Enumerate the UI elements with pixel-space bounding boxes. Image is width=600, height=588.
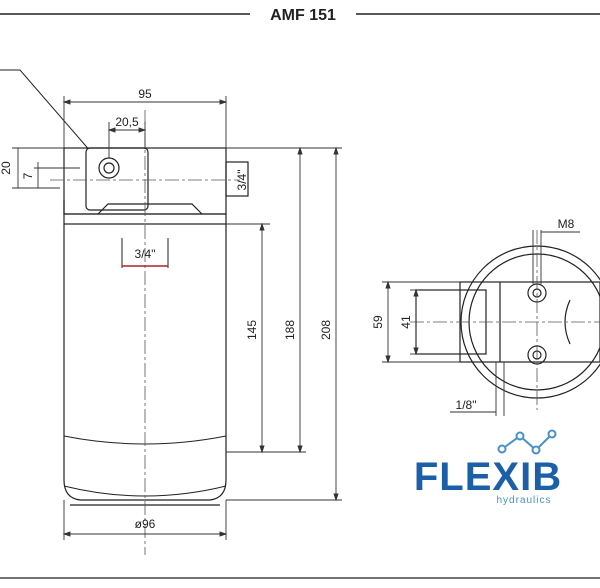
dim-208: 208: [319, 320, 333, 340]
dim-1-8-lines: [450, 362, 505, 416]
dim-145: 145: [245, 320, 259, 340]
dim-heights-lines: [226, 146, 342, 502]
dim-7: 7: [21, 172, 35, 179]
dim-1-8: 1/8": [456, 398, 477, 412]
dim-41: 41: [399, 315, 413, 329]
dim-20: 20: [0, 161, 13, 175]
dim-diameter: ø96: [135, 517, 156, 531]
dim-20-5: 20,5: [115, 115, 139, 129]
filter-side-view: [0, 69, 249, 506]
inlet-port-label: 3/4": [135, 247, 156, 261]
dim-diameter-lines: [62, 500, 228, 540]
logo-tagline: hydraulics: [496, 495, 551, 506]
dim-188: 188: [283, 320, 297, 340]
dim-left-lines: [12, 147, 80, 189]
logo-graph-icon: [497, 429, 557, 455]
drawing-title: AMF 151: [270, 7, 336, 24]
logo-name: FLEXIB: [414, 455, 562, 499]
dim-59: 59: [371, 315, 385, 329]
dim-m8-lines: [532, 230, 580, 284]
dim-m8: M8: [558, 217, 575, 231]
dim-top-view-lines: [382, 280, 460, 364]
inlet-marker: [121, 238, 169, 268]
flexib-logo: FLEXIB hydraulics: [414, 429, 562, 506]
side-port-label: 3/4": [235, 170, 249, 191]
dim-20-5-lines: [107, 122, 147, 158]
dim-95-lines: [62, 96, 228, 148]
dim-95: 95: [138, 87, 152, 101]
